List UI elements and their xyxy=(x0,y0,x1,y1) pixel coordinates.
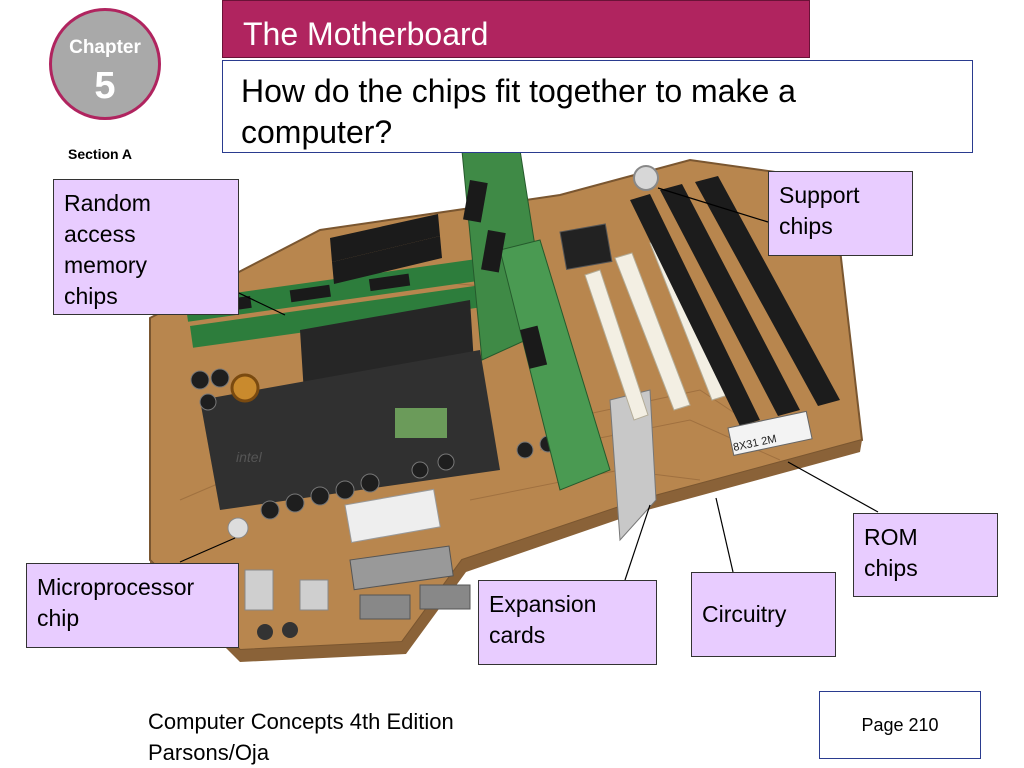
pci-slots xyxy=(584,237,729,421)
expansion-card xyxy=(459,129,657,542)
rom-chip xyxy=(727,410,813,456)
page-number: Page 210 xyxy=(819,691,981,759)
callout-microprocessor-chip: Microprocessor chip xyxy=(26,563,239,648)
slide-subtitle: How do the chips fit together to make a … xyxy=(222,60,973,153)
rom-chip-label: 8X31 2M xyxy=(732,433,778,454)
chapter-label: Chapter xyxy=(69,37,141,58)
callout-circuitry: Circuitry xyxy=(691,572,836,657)
support-chip xyxy=(559,223,613,271)
chapter-badge: Chapter 5 xyxy=(49,8,161,120)
callout-expansion-cards: Expansion cards xyxy=(478,580,657,665)
footer-book-credit: Computer Concepts 4th Edition Parsons/Oj… xyxy=(148,709,454,765)
callout-ram-chips: Random access memory chips xyxy=(53,179,239,315)
black-connectors xyxy=(330,214,442,284)
io-ports xyxy=(244,545,471,640)
coil-component xyxy=(230,373,260,403)
chapter-number: 5 xyxy=(94,65,116,107)
slide-title: The Motherboard xyxy=(222,0,810,58)
callout-support-chips: Support chips xyxy=(768,171,913,256)
cpu-brand-label: intel xyxy=(236,449,263,465)
callout-rom-chips: ROM chips xyxy=(853,513,998,597)
cpu-cartridge: intel xyxy=(200,300,500,510)
power-connector xyxy=(344,488,441,544)
capacitors xyxy=(190,368,557,520)
white-capacitor xyxy=(227,517,249,539)
circuit-traces xyxy=(179,279,781,501)
section-label: Section A xyxy=(68,146,133,162)
cmos-battery xyxy=(633,165,659,191)
